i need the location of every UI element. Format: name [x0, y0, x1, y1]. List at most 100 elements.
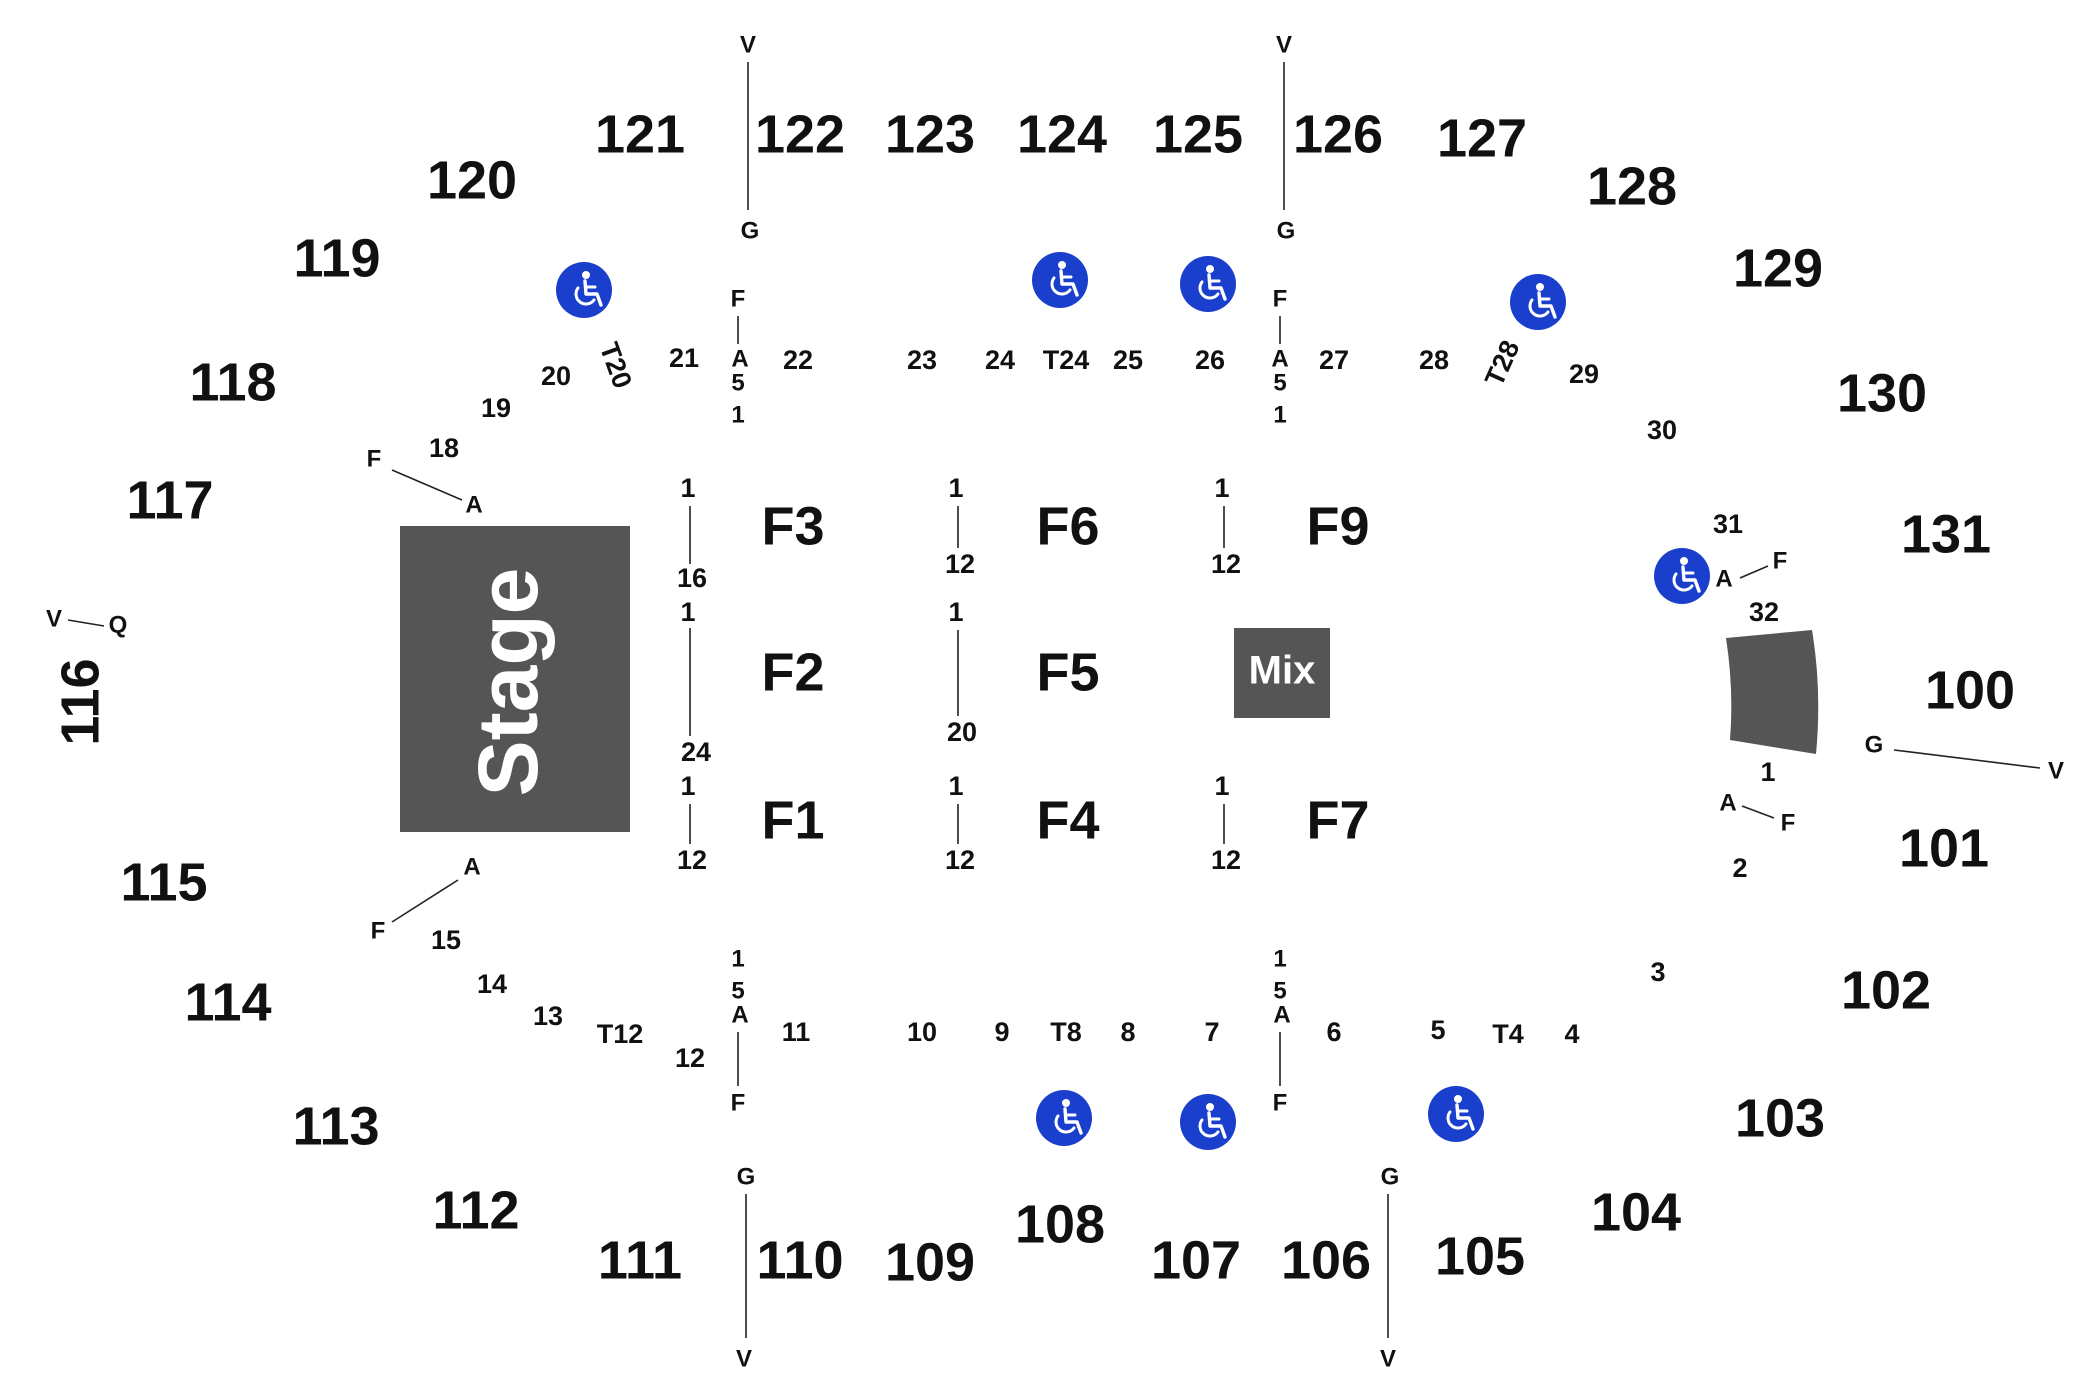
row-31[interactable]: 31 [1713, 509, 1743, 539]
row-22[interactable]: 22 [783, 345, 813, 375]
row-T28[interactable]: T28 [1479, 336, 1525, 391]
row-32[interactable]: 32 [1749, 597, 1779, 627]
aisle-letter: F [731, 285, 746, 312]
section-131[interactable]: 131 [1901, 504, 1991, 564]
aisle-line [1893, 749, 2041, 769]
floor-F9[interactable]: F9 [1306, 496, 1369, 556]
section-101[interactable]: 101 [1899, 818, 1989, 878]
row-3[interactable]: 3 [1650, 957, 1665, 987]
section-100[interactable]: 100 [1925, 660, 2015, 720]
section-105[interactable]: 105 [1435, 1226, 1525, 1286]
aisle-letter: F [1781, 809, 1796, 836]
row-15[interactable]: 15 [431, 925, 461, 955]
section-124[interactable]: 124 [1017, 104, 1107, 164]
aisle-letter: A [1715, 565, 1732, 592]
row-25[interactable]: 25 [1113, 345, 1143, 375]
section-115[interactable]: 115 [120, 852, 207, 912]
row-T24[interactable]: T24 [1043, 345, 1090, 375]
section-109[interactable]: 109 [885, 1232, 975, 1292]
section-108[interactable]: 108 [1015, 1194, 1105, 1254]
row-27[interactable]: 27 [1319, 345, 1349, 375]
row-T20[interactable]: T20 [594, 338, 638, 392]
floor-F3[interactable]: F3 [761, 496, 824, 556]
section-123[interactable]: 123 [885, 104, 975, 164]
section-130[interactable]: 130 [1837, 363, 1927, 423]
section-111[interactable]: 111 [598, 1230, 682, 1290]
section-120[interactable]: 120 [427, 150, 517, 210]
row-19[interactable]: 19 [481, 393, 511, 423]
wheelchair-icon[interactable] [556, 262, 612, 318]
floor-F2[interactable]: F2 [761, 642, 824, 702]
section-106[interactable]: 106 [1281, 1230, 1371, 1290]
row-21[interactable]: 21 [669, 343, 699, 373]
section-112[interactable]: 112 [432, 1180, 519, 1240]
floor-F1[interactable]: F1 [761, 790, 824, 850]
section-103[interactable]: 103 [1735, 1088, 1825, 1148]
row-T8[interactable]: T8 [1050, 1017, 1082, 1047]
row-12[interactable]: 12 [675, 1043, 705, 1073]
section-128[interactable]: 128 [1587, 156, 1677, 216]
row-T4[interactable]: T4 [1492, 1019, 1524, 1049]
row-7[interactable]: 7 [1204, 1017, 1219, 1047]
row-23[interactable]: 23 [907, 345, 937, 375]
row-1[interactable]: 1 [1760, 757, 1775, 787]
row-24[interactable]: 24 [985, 345, 1015, 375]
section-116[interactable]: 116 [50, 658, 110, 745]
row-5[interactable]: 5 [1430, 1015, 1445, 1045]
row-6[interactable]: 6 [1326, 1017, 1341, 1047]
seat-marker: 1 [948, 473, 963, 503]
section-118[interactable]: 118 [189, 352, 276, 412]
row-26[interactable]: 26 [1195, 345, 1225, 375]
section-126[interactable]: 126 [1293, 104, 1383, 164]
wheelchair-icon[interactable] [1428, 1086, 1484, 1142]
row-30[interactable]: 30 [1647, 415, 1677, 445]
row-9[interactable]: 9 [994, 1017, 1009, 1047]
floor-F7[interactable]: F7 [1306, 790, 1369, 850]
floor-F6[interactable]: F6 [1036, 496, 1099, 556]
platform-block [1726, 630, 1819, 754]
row-20[interactable]: 20 [541, 361, 571, 391]
section-113[interactable]: 113 [292, 1096, 379, 1156]
row-10[interactable]: 10 [907, 1017, 937, 1047]
row-13[interactable]: 13 [533, 1001, 563, 1031]
stage-block [400, 526, 630, 832]
section-119[interactable]: 119 [293, 228, 380, 288]
section-122[interactable]: 122 [755, 104, 845, 164]
row-28[interactable]: 28 [1419, 345, 1449, 375]
row-29[interactable]: 29 [1569, 359, 1599, 389]
aisle-letter: 1 [731, 945, 744, 972]
wheelchair-icon[interactable] [1180, 1094, 1236, 1150]
row-14[interactable]: 14 [477, 969, 507, 999]
wheelchair-icon[interactable] [1032, 252, 1088, 308]
wheelchair-icon[interactable] [1510, 274, 1566, 330]
section-104[interactable]: 104 [1591, 1182, 1681, 1242]
seat-marker: 1 [680, 473, 695, 503]
section-102[interactable]: 102 [1841, 960, 1931, 1020]
row-18[interactable]: 18 [429, 433, 459, 463]
section-107[interactable]: 107 [1151, 1230, 1241, 1290]
section-125[interactable]: 125 [1153, 104, 1243, 164]
aisle-letter: F [1773, 547, 1788, 574]
row-2[interactable]: 2 [1732, 853, 1747, 883]
section-127[interactable]: 127 [1437, 108, 1527, 168]
section-110[interactable]: 110 [756, 1230, 843, 1290]
aisle-letter: 1 [1273, 945, 1286, 972]
floor-F5[interactable]: F5 [1036, 642, 1099, 702]
wheelchair-icon[interactable] [1036, 1090, 1092, 1146]
floor-F4[interactable]: F4 [1036, 790, 1099, 850]
section-129[interactable]: 129 [1733, 238, 1823, 298]
aisle-letter: V [46, 605, 62, 632]
seat-marker: 1 [680, 771, 695, 801]
aisle-line [1739, 565, 1769, 579]
section-117[interactable]: 117 [126, 470, 213, 530]
row-8[interactable]: 8 [1120, 1017, 1135, 1047]
seat-marker: 1 [680, 597, 695, 627]
wheelchair-icon[interactable] [1180, 256, 1236, 312]
aisle-letter: G [1277, 217, 1296, 244]
row-T12[interactable]: T12 [597, 1019, 644, 1049]
section-121[interactable]: 121 [595, 104, 685, 164]
section-114[interactable]: 114 [184, 972, 271, 1032]
row-4[interactable]: 4 [1564, 1019, 1579, 1049]
wheelchair-icon[interactable] [1654, 548, 1710, 604]
row-11[interactable]: 11 [782, 1017, 811, 1047]
